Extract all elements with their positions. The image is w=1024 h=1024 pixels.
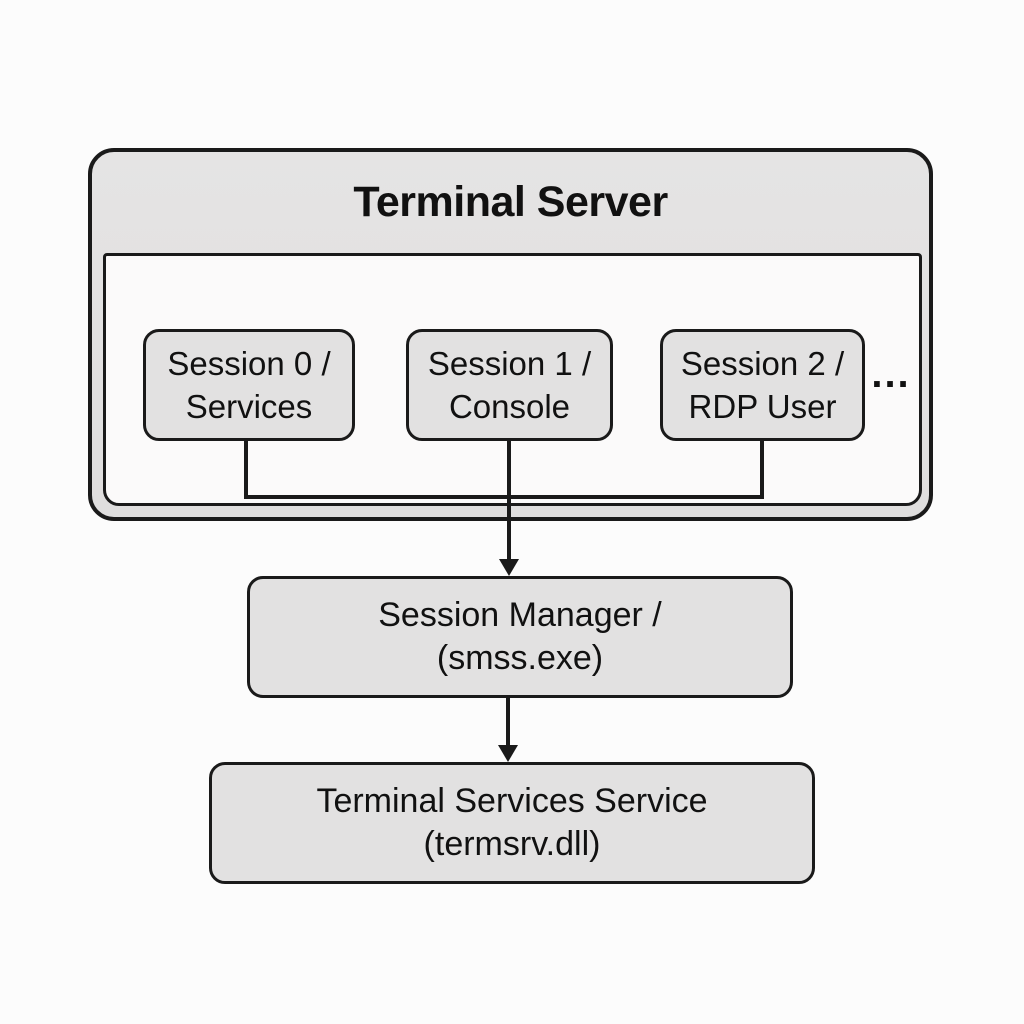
session-manager-box: Session Manager / (smss.exe) <box>247 576 793 698</box>
sessions-area: Session 0 / Services Session 1 / Console… <box>103 253 922 506</box>
session-2-line1: Session 2 / <box>680 345 845 382</box>
session-0-line1: Session 0 / <box>167 345 331 382</box>
arrow-to-session-manager-line <box>507 439 511 560</box>
terminal-services-line2: (termsrv.dll) <box>423 825 601 863</box>
terminal-server-box: Terminal Server Session 0 / Services Ses… <box>88 148 933 521</box>
session-manager-line1: Session Manager / <box>378 596 662 634</box>
session-1-box: Session 1 / Console <box>406 329 613 441</box>
session-2-line2: RDP User <box>688 388 837 425</box>
arrow-down-icon <box>499 559 519 576</box>
session-0-box: Session 0 / Services <box>143 329 355 441</box>
session-1-line2: Console <box>448 388 571 425</box>
session-manager-line2: (smss.exe) <box>436 639 604 677</box>
session-0-line2: Services <box>185 388 313 425</box>
arrow-down-icon <box>498 745 518 762</box>
session-2-box: Session 2 / RDP User <box>660 329 865 441</box>
connector-bus-line <box>244 495 764 499</box>
terminal-services-line1: Terminal Services Service <box>316 782 708 820</box>
connector-session-0 <box>244 439 248 499</box>
session-1-line1: Session 1 / <box>427 345 592 382</box>
connector-session-2 <box>760 439 764 499</box>
more-sessions-ellipsis: ... <box>871 352 911 396</box>
terminal-server-title: Terminal Server <box>353 178 668 226</box>
terminal-services-box: Terminal Services Service (termsrv.dll) <box>209 762 815 884</box>
arrow-to-terminal-services-line <box>506 696 510 746</box>
